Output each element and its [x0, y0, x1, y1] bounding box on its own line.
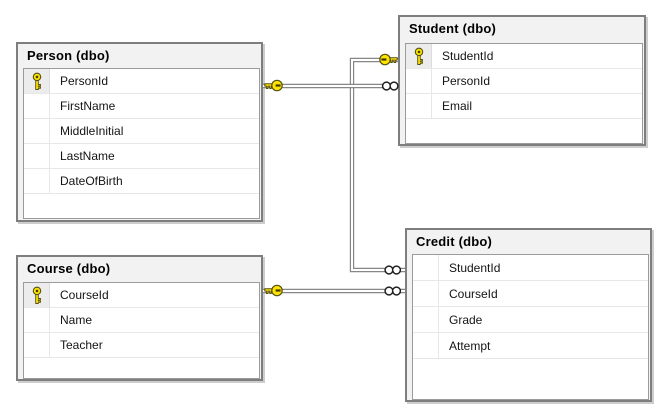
- row-selector-cell[interactable]: [413, 255, 439, 280]
- row-selector-cell[interactable]: [24, 119, 50, 143]
- row-selector-cell[interactable]: [406, 69, 432, 93]
- infinity-icon: [381, 81, 399, 91]
- table-row[interactable]: Email: [406, 94, 642, 119]
- row-selector-cell[interactable]: [24, 144, 50, 168]
- row-selector-cell[interactable]: [413, 281, 439, 306]
- table-row[interactable]: Teacher: [24, 333, 259, 358]
- column-name[interactable]: StudentId: [442, 49, 494, 63]
- table-row[interactable]: Name: [24, 308, 259, 333]
- key-icon: [414, 47, 423, 65]
- column-name[interactable]: DateOfBirth: [60, 174, 123, 188]
- table-credit[interactable]: Credit (dbo) StudentId CourseId Grade At…: [405, 228, 652, 402]
- column-name[interactable]: Teacher: [60, 338, 103, 352]
- table-row[interactable]: Grade: [413, 307, 648, 333]
- column-name[interactable]: FirstName: [60, 99, 116, 113]
- row-selector-cell[interactable]: [24, 308, 50, 332]
- column-name[interactable]: Attempt: [449, 338, 491, 353]
- table-row[interactable]: CourseId: [24, 283, 259, 308]
- column-name[interactable]: StudentId: [449, 260, 501, 275]
- row-selector-cell[interactable]: [24, 94, 50, 118]
- table-row[interactable]: CourseId: [413, 281, 648, 307]
- relationship-line: [351, 59, 405, 271]
- table-person-header[interactable]: Person (dbo): [27, 48, 110, 63]
- key-icon: [264, 79, 283, 92]
- table-row[interactable]: DateOfBirth: [24, 169, 259, 194]
- row-selector-cell[interactable]: [406, 94, 432, 118]
- table-student-grid: StudentId PersonId Email: [405, 43, 643, 144]
- table-course-grid: CourseId Name Teacher: [23, 282, 260, 379]
- column-name[interactable]: Name: [60, 313, 93, 327]
- table-row[interactable]: LastName: [24, 144, 259, 169]
- relationship-line[interactable]: [349, 57, 405, 273]
- key-icon: [379, 53, 398, 66]
- table-row[interactable]: PersonId: [24, 69, 259, 94]
- column-name[interactable]: PersonId: [442, 74, 491, 88]
- key-icon: [264, 284, 283, 297]
- infinity-icon: [384, 265, 402, 275]
- table-student-header[interactable]: Student (dbo): [409, 21, 497, 36]
- table-person-grid: PersonId FirstName MiddleInitial LastNam…: [23, 68, 260, 219]
- row-selector-cell[interactable]: [413, 333, 439, 358]
- table-credit-header[interactable]: Credit (dbo): [416, 234, 493, 249]
- key-icon: [32, 286, 41, 304]
- row-selector-cell[interactable]: [24, 283, 50, 307]
- key-icon: [32, 72, 41, 90]
- table-student[interactable]: Student (dbo) StudentId PersonId Email: [398, 15, 646, 146]
- row-selector-cell[interactable]: [406, 44, 432, 68]
- column-name[interactable]: PersonId: [60, 74, 109, 88]
- row-selector-cell[interactable]: [24, 69, 50, 93]
- table-row[interactable]: StudentId: [413, 255, 648, 281]
- column-name[interactable]: LastName: [60, 149, 115, 163]
- column-name[interactable]: CourseId: [60, 288, 109, 302]
- column-name[interactable]: MiddleInitial: [60, 124, 124, 138]
- row-selector-cell[interactable]: [24, 169, 50, 193]
- row-selector-cell[interactable]: [413, 307, 439, 332]
- table-person[interactable]: Person (dbo) PersonId FirstName MiddleI: [16, 42, 263, 222]
- table-credit-grid: StudentId CourseId Grade Attempt: [412, 254, 649, 400]
- table-row[interactable]: Attempt: [413, 333, 648, 359]
- infinity-icon: [384, 286, 402, 296]
- column-name[interactable]: Grade: [449, 312, 483, 327]
- table-row[interactable]: MiddleInitial: [24, 119, 259, 144]
- table-row[interactable]: StudentId: [406, 44, 642, 69]
- table-course-header[interactable]: Course (dbo): [27, 261, 111, 276]
- column-name[interactable]: Email: [442, 99, 473, 113]
- table-row[interactable]: FirstName: [24, 94, 259, 119]
- table-row[interactable]: PersonId: [406, 69, 642, 94]
- column-name[interactable]: CourseId: [449, 286, 498, 301]
- relationship-student-credit[interactable]: [349, 57, 405, 273]
- table-course[interactable]: Course (dbo) CourseId Name Teacher: [16, 255, 263, 381]
- row-selector-cell[interactable]: [24, 333, 50, 357]
